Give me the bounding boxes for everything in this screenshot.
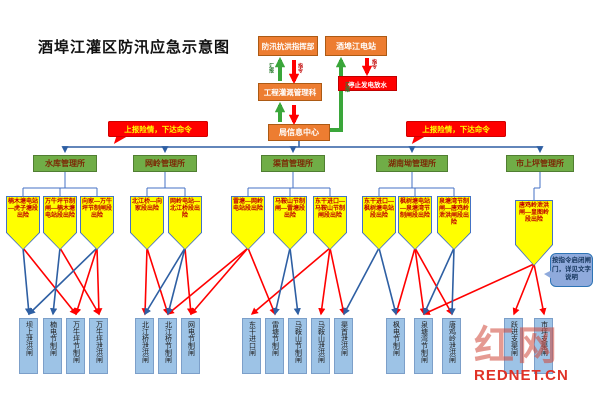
gate-box-5: 北江桥节制闸: [158, 318, 177, 374]
station-box-3: 湖南坳管理所: [376, 155, 448, 172]
note-bubble: 按指令启闭闸门，详见文字说明: [544, 253, 593, 287]
station-box-4: 市上坪管理所: [506, 155, 574, 172]
gate-label: 渠首泄洪闸: [340, 321, 348, 356]
gate-label: 北江桥节制闸: [164, 321, 172, 363]
gate-label: 北江桥泄洪闸: [141, 321, 149, 363]
callout-banner-right: 上报险情，下达命令: [406, 121, 506, 137]
gate-label: 跃进支渠闸: [510, 321, 518, 356]
gate-box-15: 跃进支渠闸: [504, 318, 523, 374]
gate-label: 马鞍山节制闸: [294, 321, 302, 363]
gate-box-3: 万牛坪泄洪闸: [89, 318, 108, 374]
order-arrow-label: 指令: [371, 59, 377, 69]
gate-label: 马鞍山泄洪闸: [317, 321, 325, 363]
gate-label: 雷塘节制闸: [271, 321, 279, 356]
gate-box-7: 东干进口闸: [242, 318, 261, 374]
gate-label: 泉塘湾节制闸: [420, 321, 428, 363]
station-box-0: 水库管理所: [33, 155, 97, 172]
gate-label: 枫电节制闸: [392, 321, 400, 356]
box-power-station: 酒埠江电站: [325, 36, 387, 56]
gate-label: 市坪支渠闸: [540, 321, 548, 356]
gate-box-13: 泉塘湾节制闸: [414, 318, 433, 374]
box-engineering-dept: 工程灌溉管理科: [258, 83, 322, 101]
gate-box-4: 北江桥泄洪闸: [135, 318, 154, 374]
gate-label: 万牛坪泄洪闸: [95, 321, 103, 363]
gate-box-0: 坝上泄洪闸: [19, 318, 38, 374]
gate-box-2: 万牛坪节制闸: [66, 318, 85, 374]
gate-box-12: 枫电节制闸: [386, 318, 405, 374]
gate-box-16: 市坪支渠闸: [534, 318, 553, 374]
box-flood-headquarters: 防汛抗洪指挥部: [258, 36, 318, 56]
diagram-title: 酒埠江灌区防汛应急示意图: [38, 39, 231, 56]
gate-box-14: 唐鸡岭泄洪闸: [442, 318, 461, 374]
station-box-2: 渠首管理所: [261, 155, 325, 172]
gate-label: 唐鸡岭泄洪闸: [448, 321, 456, 363]
risk-shield-label: 东干进口—马鞍山节制闸段出险: [314, 197, 346, 249]
gate-label: 网电节制闸: [187, 321, 195, 356]
gate-box-1: 楠电节制闸: [43, 318, 62, 374]
report-arrow-label: 汇报: [344, 82, 350, 92]
gate-label: 万牛坪节制闸: [72, 321, 80, 363]
station-box-1: 网岭管理所: [133, 155, 197, 172]
gate-box-6: 网电节制闸: [181, 318, 200, 374]
gate-box-9: 马鞍山节制闸: [288, 318, 307, 374]
order-arrow-label: 指令: [297, 63, 303, 73]
callout-banner-left: 上报险情，下达命令: [108, 121, 208, 137]
gate-label: 坝上泄洪闸: [25, 321, 33, 356]
gate-label: 楠电节制闸: [49, 321, 57, 356]
gate-label: 东干进口闸: [248, 321, 256, 356]
gate-box-8: 雷塘节制闸: [265, 318, 284, 374]
report-arrow-label: 汇报: [268, 63, 274, 73]
gate-box-11: 渠首泄洪闸: [334, 318, 353, 374]
risk-shield-7: 东干进口—马鞍山节制闸段出险: [313, 196, 347, 250]
box-stop-generation: 停止发电放水: [338, 76, 397, 91]
box-info-center: 局信息中心: [268, 124, 330, 141]
gate-box-10: 马鞍山泄洪闸: [311, 318, 330, 374]
